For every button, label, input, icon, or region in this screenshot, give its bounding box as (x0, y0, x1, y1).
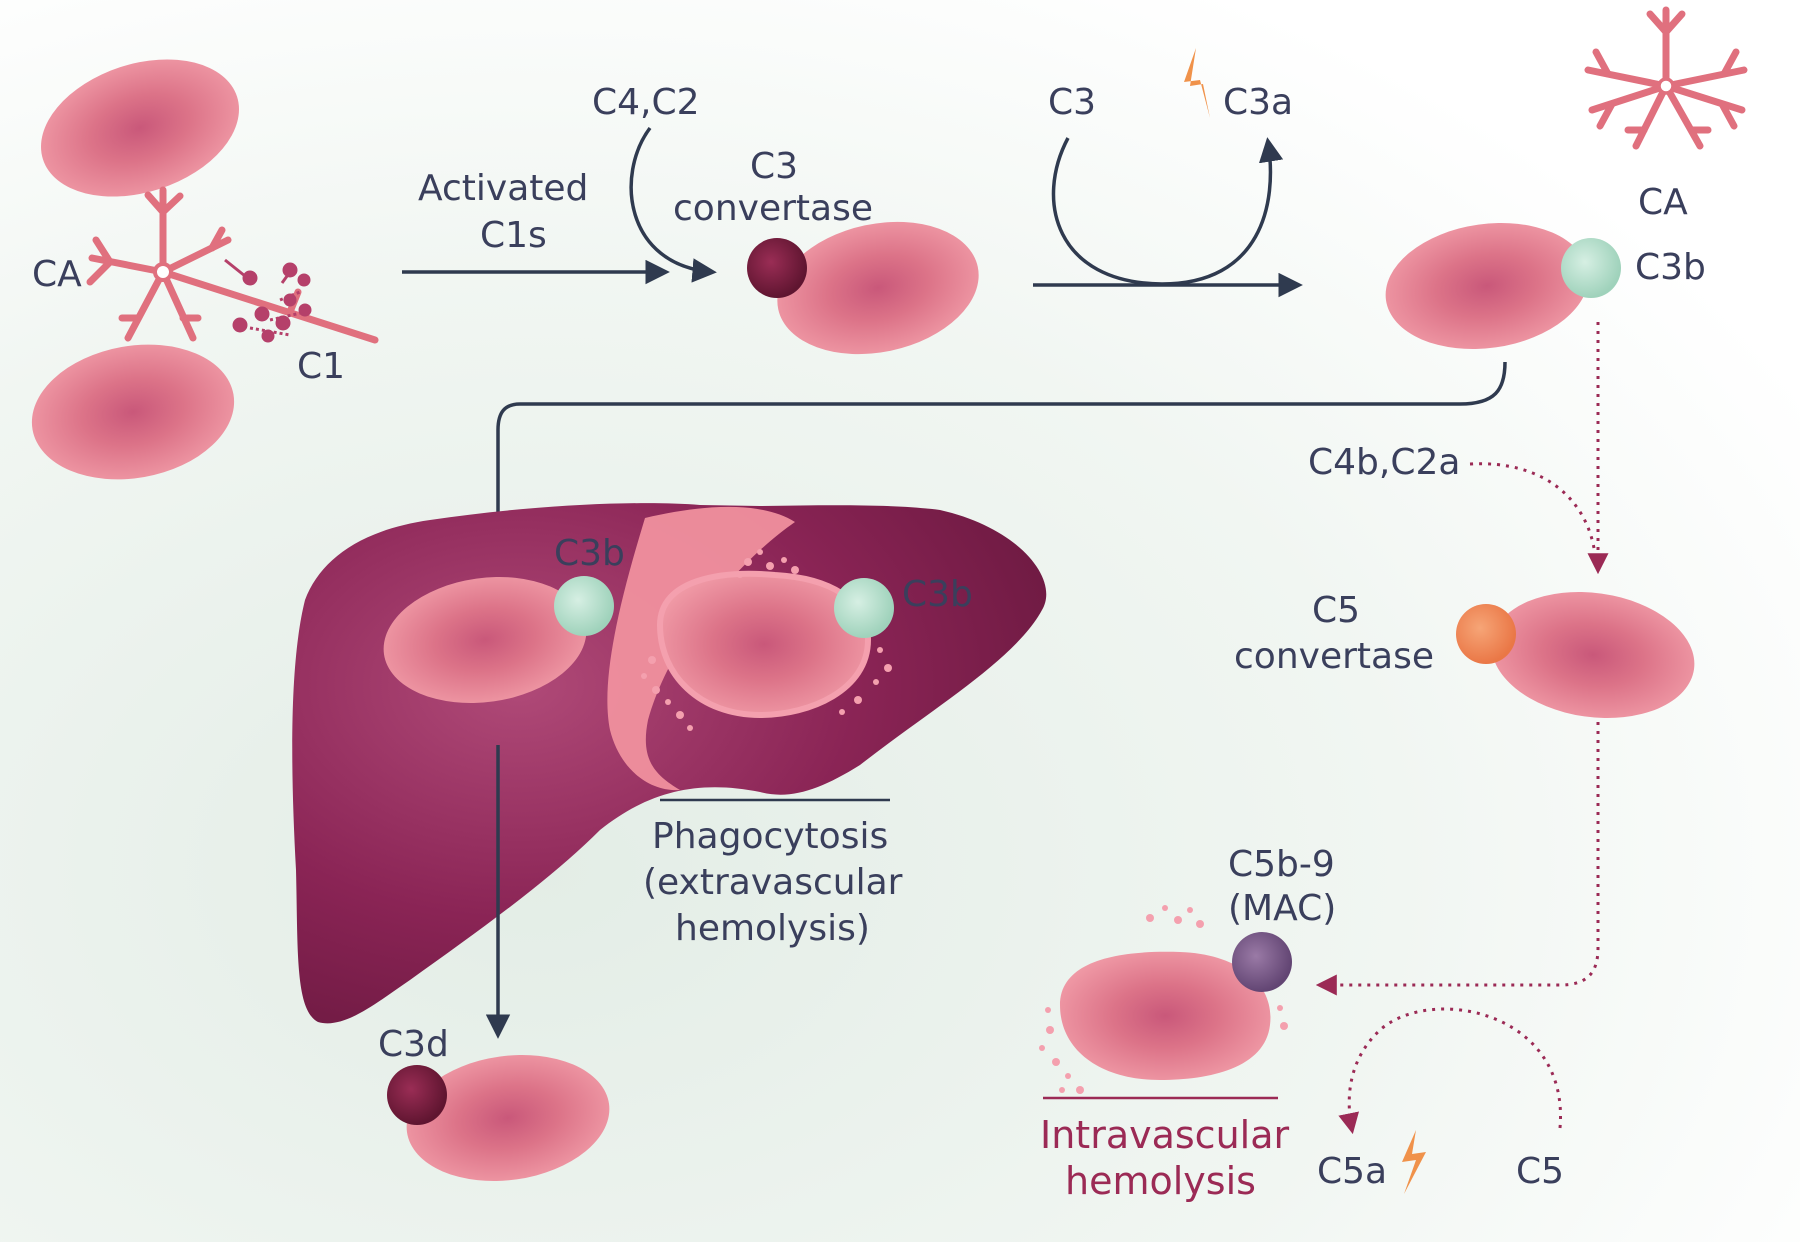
rbc-lysed (1039, 905, 1288, 1094)
label-c5: C5 (1516, 1151, 1564, 1192)
label-c1: C1 (297, 346, 345, 387)
label-c3b-liver-right: C3b (902, 574, 973, 615)
label-c5-convertase-1: C5 (1312, 590, 1360, 631)
rbc-liver-left (383, 576, 587, 704)
label-mac: (MAC) (1228, 888, 1336, 929)
c3b-bead-liver-left (554, 576, 614, 636)
c3d-bead (387, 1065, 447, 1125)
label-c3d: C3d (378, 1024, 449, 1065)
c5-convertase-bead (1456, 604, 1516, 664)
c1-complex (224, 258, 312, 343)
label-c5b-9: C5b-9 (1228, 844, 1335, 885)
label-intravascular-2: hemolysis (1065, 1159, 1256, 1203)
c3b-bead-liver-right (834, 578, 894, 638)
c3b-bead-right (1561, 238, 1621, 298)
label-c4b-c2a: C4b,C2a (1308, 442, 1460, 483)
label-phagocytosis-1: Phagocytosis (652, 816, 888, 857)
arrow-to-liver (485, 361, 1507, 567)
label-ca-right: CA (1638, 182, 1688, 223)
rbc-c3d (406, 1054, 610, 1182)
rbc-phagocytosed (641, 549, 892, 731)
lightning-icon (1184, 48, 1210, 118)
label-c3b-liver-left: C3b (554, 533, 625, 574)
c3-convertase-bead (747, 238, 807, 298)
label-c3a: C3a (1223, 82, 1293, 123)
arrow-c5-to-c5a (1338, 1007, 1562, 1135)
label-ca-left: CA (32, 254, 82, 295)
igm-center-right (1657, 77, 1675, 95)
rbc-c5-convertase (1491, 591, 1695, 719)
label-c4-c2: C4,C2 (592, 82, 700, 123)
rbc-bottom-left (31, 344, 235, 480)
label-c3-convertase-1: C3 (750, 146, 798, 187)
label-c3: C3 (1048, 82, 1096, 123)
igm-center (153, 262, 173, 282)
rbc-c3b-right (1385, 222, 1589, 350)
label-c5-convertase-2: convertase (1234, 636, 1434, 677)
igm-antibody-icon-right (1584, 6, 1748, 150)
label-c3b-right: C3b (1635, 247, 1706, 288)
label-activated: Activated (418, 168, 588, 209)
arrow-to-mac (1315, 722, 1600, 996)
label-phagocytosis-2: (extravascular (643, 862, 903, 903)
igm-antibody-icon (86, 186, 379, 344)
label-c5a: C5a (1317, 1151, 1387, 1192)
rbc-c3-convertase (777, 221, 979, 355)
mac-bead (1232, 932, 1292, 992)
arrow-c4-c2 (629, 126, 717, 283)
label-intravascular-1: Intravascular (1040, 1113, 1289, 1157)
rbc-top-left (40, 59, 240, 197)
label-c3-convertase-2: convertase (673, 188, 873, 229)
label-c1s: C1s (480, 215, 547, 256)
arrow-c4b-c2a (1469, 462, 1596, 549)
label-phagocytosis-3: hemolysis) (675, 908, 870, 949)
